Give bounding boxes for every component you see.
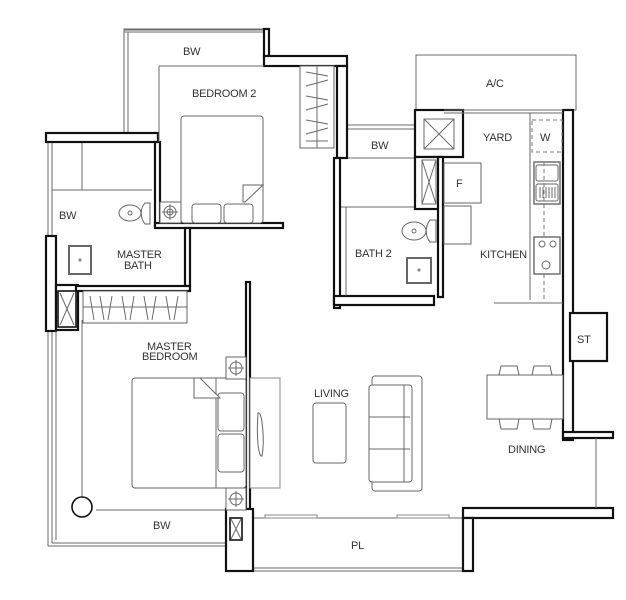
label-living: LIVING (314, 388, 349, 400)
pl-outline (252, 514, 463, 572)
label-st: ST (577, 334, 591, 346)
label-f: F (456, 178, 463, 190)
label-ac: A/C (486, 78, 504, 90)
bw-mid-outline (340, 124, 420, 208)
label-kitchen: KITCHEN (480, 249, 527, 261)
label-dining: DINING (508, 444, 545, 456)
label-bw-left: BW (59, 210, 77, 222)
room-labels: BW BEDROOM 2 A/C YARD W BW F BW MASTER B… (59, 46, 591, 552)
interior-lines (55, 65, 597, 540)
label-bath2: BATH 2 (355, 248, 392, 260)
label-master-bedroom-1: MASTER (147, 341, 192, 353)
label-master-bedroom-2: BEDROOM (142, 351, 197, 363)
label-w: W (540, 132, 551, 144)
shaft-icons (57, 118, 455, 541)
label-yard: YARD (483, 132, 512, 144)
bw-left-outline (47, 140, 230, 547)
label-master-bath-2: BATH (124, 260, 152, 272)
dining-furniture (486, 365, 564, 430)
bed-bedroom2 (159, 115, 265, 224)
label-bw-top: BW (183, 46, 201, 58)
kitchen-fixtures (443, 119, 563, 300)
living-furniture (312, 375, 423, 492)
bed-master (131, 356, 281, 511)
label-bw-bottom: BW (153, 520, 171, 532)
label-bedroom2: BEDROOM 2 (192, 88, 256, 100)
wardrobe-bedroom2 (299, 65, 335, 149)
wardrobe-master (82, 290, 188, 324)
label-master-bath-1: MASTER (117, 249, 162, 261)
label-pl: PL (351, 540, 364, 552)
bath2-fixtures (401, 219, 437, 284)
label-bw-mid: BW (371, 140, 389, 152)
master-bath-fixtures (68, 202, 151, 275)
